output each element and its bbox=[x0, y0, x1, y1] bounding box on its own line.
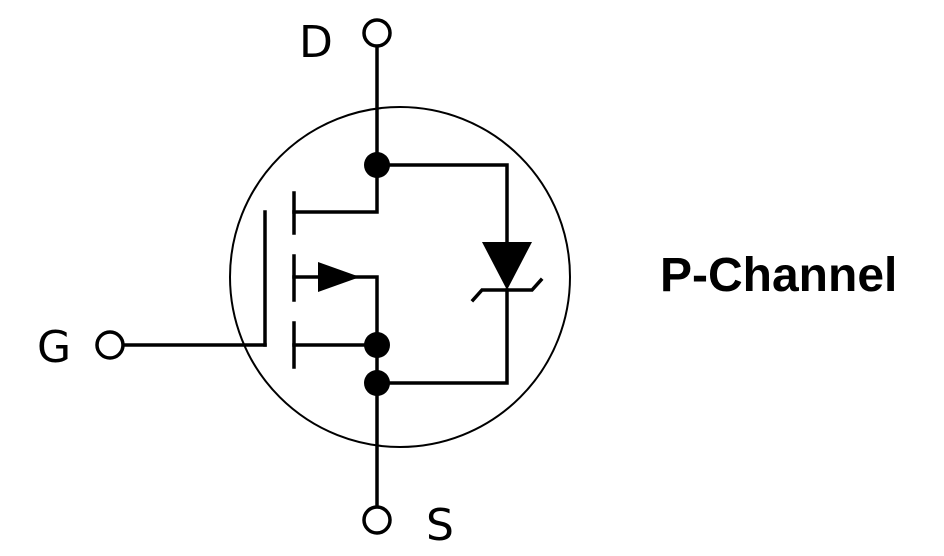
diode-triangle-icon bbox=[482, 242, 532, 290]
gate-terminal bbox=[95, 330, 125, 360]
device-body-circle bbox=[229, 106, 571, 448]
drain-terminal bbox=[362, 18, 392, 48]
drain-label: D bbox=[299, 17, 333, 68]
gate-label: G bbox=[37, 322, 71, 373]
source-terminal bbox=[362, 505, 392, 535]
junction-dot-drain bbox=[364, 152, 390, 178]
diode-top-wire bbox=[375, 163, 509, 244]
diode-bottom-wire bbox=[375, 288, 509, 385]
junction-dot-source-lower bbox=[364, 370, 390, 396]
substrate-wire bbox=[292, 275, 379, 347]
substrate-arrow-icon bbox=[318, 262, 360, 292]
channel-type-caption: P-Channel bbox=[660, 249, 897, 302]
junction-dot-source-upper bbox=[364, 332, 390, 358]
drain-channel-wire bbox=[292, 163, 379, 214]
zener-bar-icon bbox=[470, 277, 544, 303]
source-label: S bbox=[426, 500, 454, 551]
